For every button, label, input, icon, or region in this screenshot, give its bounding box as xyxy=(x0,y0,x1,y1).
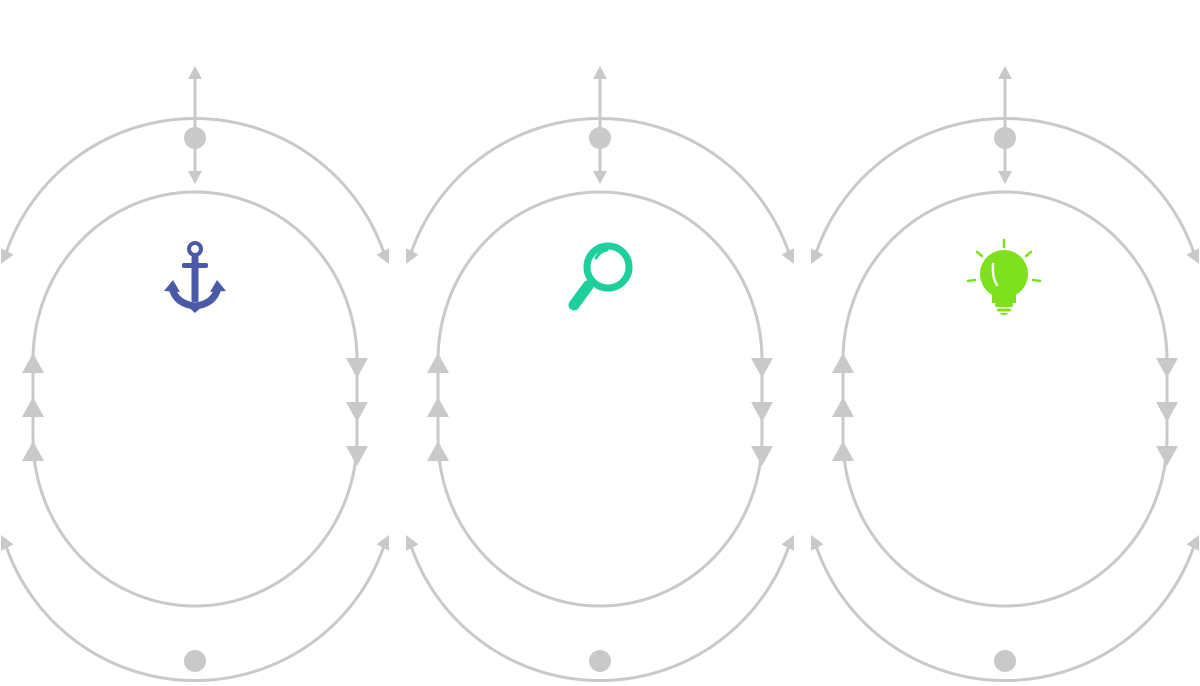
arrow-head xyxy=(998,171,1012,184)
bulb-ray xyxy=(966,278,977,283)
outer-lower-arc xyxy=(3,541,387,682)
arrow-head xyxy=(376,535,389,551)
cycle-module xyxy=(1,66,389,682)
inner-loop xyxy=(436,190,764,608)
arrow-head xyxy=(427,353,449,373)
arrow-head xyxy=(1156,402,1178,422)
arrow-head xyxy=(811,535,824,551)
outer-lower-arc xyxy=(408,541,792,682)
arrow-head xyxy=(188,66,202,79)
anchor-stock xyxy=(182,263,208,268)
magnifier-glint xyxy=(594,248,609,260)
arrow-head xyxy=(346,446,368,466)
arrow-head xyxy=(1156,446,1178,466)
inner-loop xyxy=(841,190,1169,608)
arrow-head xyxy=(22,441,44,461)
arrow-head xyxy=(593,66,607,79)
arrow-head xyxy=(751,402,773,422)
node-dot xyxy=(589,127,611,149)
arrow-head xyxy=(1,535,14,551)
arrow-head xyxy=(1186,248,1199,264)
bulb-ray xyxy=(1024,250,1033,258)
arrow-head xyxy=(346,358,368,378)
bulb-neck xyxy=(992,289,1016,303)
cycle-module xyxy=(811,66,1199,682)
anchor-fluke-right xyxy=(210,280,226,292)
arrow-head xyxy=(593,171,607,184)
arrow-head xyxy=(427,441,449,461)
arrow-head xyxy=(1186,535,1199,551)
bulb-ray xyxy=(975,250,984,258)
anchor-crown-tip xyxy=(185,304,205,313)
arrow-head xyxy=(376,248,389,264)
bulb-base-ring xyxy=(997,308,1011,312)
magnifier-handle xyxy=(568,280,594,311)
node-dot xyxy=(184,127,206,149)
arrow-head xyxy=(811,248,824,264)
bulb-tip xyxy=(999,313,1009,315)
arrow-head xyxy=(781,535,794,551)
node-dot xyxy=(994,127,1016,149)
arrow-head xyxy=(781,248,794,264)
arrow-head xyxy=(832,353,854,373)
arrow-head xyxy=(832,441,854,461)
bulb-glass xyxy=(980,250,1028,298)
anchor-shank xyxy=(191,256,199,302)
arrow-head xyxy=(832,397,854,417)
bulb-ray xyxy=(1031,278,1042,283)
bulb-base-ring xyxy=(995,303,1013,307)
node-dot xyxy=(589,650,611,672)
arrow-head xyxy=(751,446,773,466)
cycle-module xyxy=(406,66,794,682)
outer-lower-arc xyxy=(813,541,1197,682)
arrow-head xyxy=(346,402,368,422)
anchor-ring xyxy=(187,241,203,257)
anchor-icon xyxy=(164,241,226,313)
anchor-fluke-left xyxy=(164,280,180,292)
node-dot xyxy=(994,650,1016,672)
arrow-head xyxy=(406,248,419,264)
arrow-head xyxy=(22,397,44,417)
magnifier-icon xyxy=(568,242,633,311)
arrow-head xyxy=(22,353,44,373)
arrow-head xyxy=(1,248,14,264)
arrow-head xyxy=(427,397,449,417)
bulb-highlight xyxy=(991,262,999,287)
arrow-head xyxy=(1156,358,1178,378)
node-dot xyxy=(184,650,206,672)
inner-loop xyxy=(31,190,359,608)
lightbulb-icon xyxy=(966,238,1042,315)
arrow-head xyxy=(998,66,1012,79)
magnifier-lens xyxy=(583,242,633,292)
arrow-head xyxy=(188,171,202,184)
arrow-head xyxy=(406,535,419,551)
arrow-head xyxy=(751,358,773,378)
